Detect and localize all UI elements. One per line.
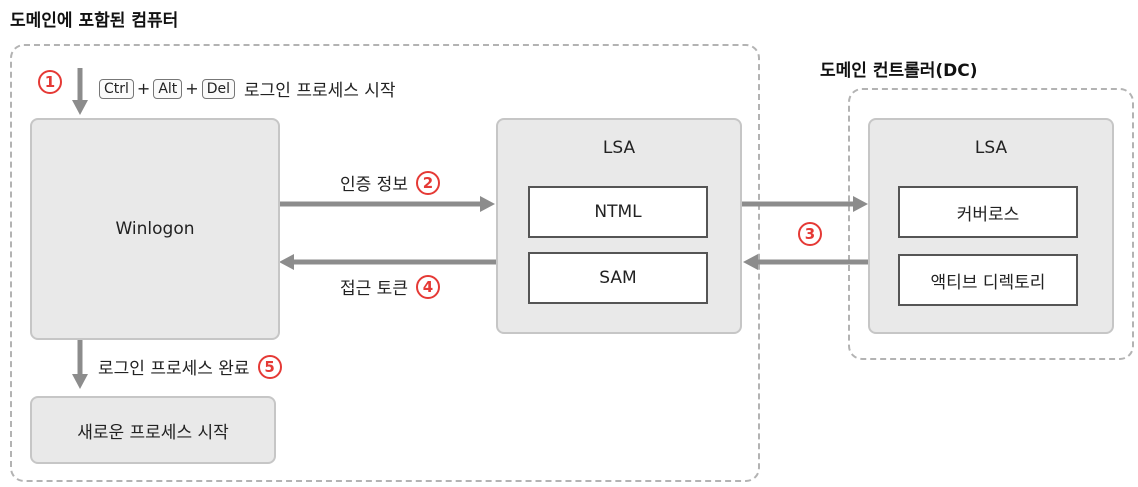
domain-controller-region bbox=[848, 88, 1134, 360]
key-del: Del bbox=[201, 78, 235, 99]
arrow-to-dc-head bbox=[853, 196, 868, 212]
arrow-step5-head bbox=[72, 374, 88, 389]
auth-info-label-group: 인증 정보 2 bbox=[340, 170, 440, 195]
login-done-label-group: 로그인 프로세스 완료 5 bbox=[98, 354, 282, 379]
step-2-badge: 2 bbox=[415, 170, 440, 195]
key-ctrl: Ctrl bbox=[99, 78, 134, 99]
step-4-badge: 4 bbox=[415, 274, 440, 299]
access-token-label-group: 접근 토큰 4 bbox=[340, 274, 440, 299]
domain-computer-title: 도메인에 포함된 컴퓨터 bbox=[10, 11, 179, 31]
plus-sign: + bbox=[185, 79, 199, 98]
ntml-box: NTML bbox=[528, 186, 708, 238]
step-5-badge: 5 bbox=[257, 354, 282, 379]
arrow-step1-head bbox=[72, 100, 88, 115]
step-1-badge: 1 bbox=[38, 70, 62, 94]
kerberos-box: 커버로스 bbox=[898, 186, 1078, 238]
lsa-local-label: LSA bbox=[602, 138, 636, 158]
step-1-label: Ctrl + Alt + Del 로그인 프로세스 시작 bbox=[98, 76, 396, 101]
key-alt: Alt bbox=[153, 78, 183, 99]
arrow-auth-head bbox=[480, 196, 495, 212]
lsa-dc-label: LSA bbox=[974, 138, 1008, 158]
step-3-badge: 3 bbox=[798, 222, 822, 246]
new-process-box: 새로운 프로세스 시작 bbox=[30, 396, 276, 464]
arrow-from-dc-head bbox=[743, 254, 758, 270]
arrow-token-head bbox=[279, 254, 294, 270]
step-1-text: 로그인 프로세스 시작 bbox=[244, 81, 396, 101]
access-token-label: 접근 토큰 bbox=[340, 279, 408, 299]
auth-info-label: 인증 정보 bbox=[340, 175, 408, 195]
domain-controller-title: 도메인 컨트롤러(DC) bbox=[820, 61, 978, 81]
plus-sign: + bbox=[136, 79, 151, 98]
winlogon-box: Winlogon bbox=[30, 118, 280, 340]
login-done-label: 로그인 프로세스 완료 bbox=[98, 359, 250, 379]
sam-box: SAM bbox=[528, 252, 708, 304]
active-directory-box: 액티브 디렉토리 bbox=[898, 254, 1078, 306]
